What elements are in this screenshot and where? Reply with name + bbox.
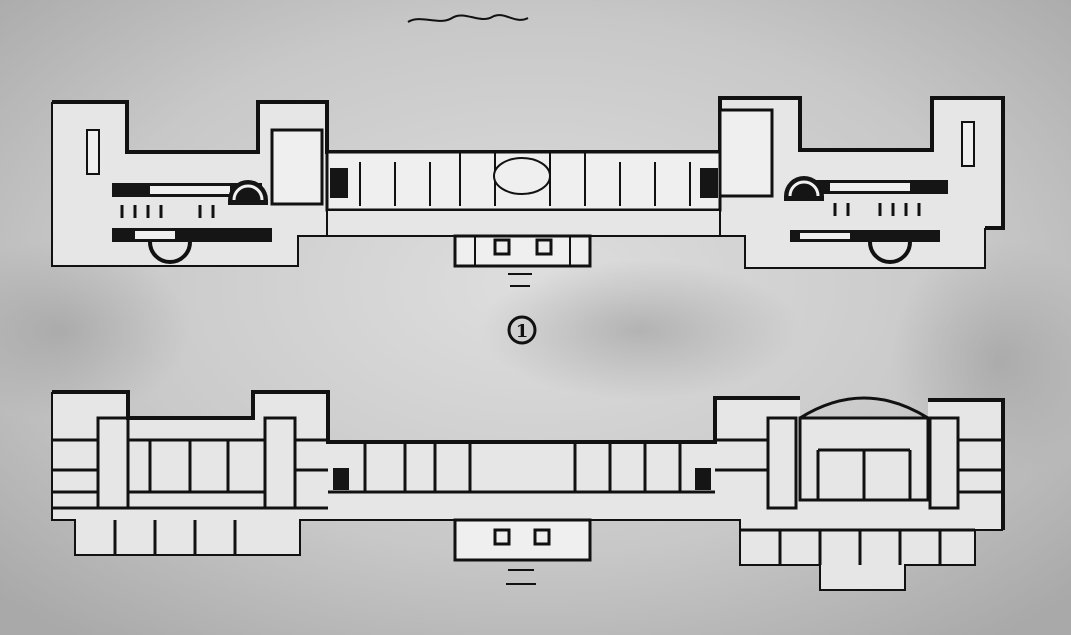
sheet-number-marker: 1 <box>507 315 537 345</box>
semicircle-room <box>228 180 268 205</box>
paper-stain <box>480 260 800 400</box>
central-corridor <box>326 209 721 237</box>
semicircle-inner <box>232 184 264 201</box>
label-script-mark <box>508 273 532 287</box>
corridor-gap <box>150 186 230 194</box>
stair-block <box>333 468 349 490</box>
semicircle-room <box>868 241 912 264</box>
entrance-pillar <box>535 238 553 256</box>
window-slot <box>961 121 975 167</box>
central-hall <box>493 157 551 195</box>
sheet-number: 1 <box>516 321 529 342</box>
label-script-mark <box>506 569 536 585</box>
bottom-plan-outer-wall <box>52 390 1005 530</box>
paper-stain <box>0 240 190 420</box>
stair-block <box>330 168 348 198</box>
corridor-gap <box>800 233 850 239</box>
dome-arc <box>799 396 929 420</box>
stair-block <box>700 168 718 198</box>
entrance-pillar <box>493 528 511 546</box>
stair-block <box>695 468 711 490</box>
bottom-floor-plan <box>51 390 1005 591</box>
entrance-pillar <box>533 528 551 546</box>
corridor-gap <box>135 231 175 239</box>
corridor-gap <box>830 183 910 191</box>
column-row <box>833 203 921 216</box>
central-wing-walls <box>328 442 715 494</box>
left-wing-walls <box>52 416 328 555</box>
title-script-mark <box>407 14 529 23</box>
semicircle-room <box>784 176 824 201</box>
entrance-porch <box>453 518 592 562</box>
stair-room-right <box>718 108 774 198</box>
sheet-number-circle <box>507 315 537 345</box>
semicircle-room <box>148 241 192 264</box>
right-wing-walls <box>715 416 1003 565</box>
top-floor-plan <box>51 96 1005 269</box>
entrance-pillar <box>493 238 511 256</box>
drawing-title <box>407 14 529 23</box>
bottom-plan-label <box>506 569 536 585</box>
stair-room-left <box>270 128 324 206</box>
window-slot <box>86 129 100 175</box>
entrance-porch <box>453 234 592 268</box>
top-plan-label <box>508 273 532 287</box>
semicircle-inner <box>788 180 820 197</box>
column-row <box>120 205 215 218</box>
